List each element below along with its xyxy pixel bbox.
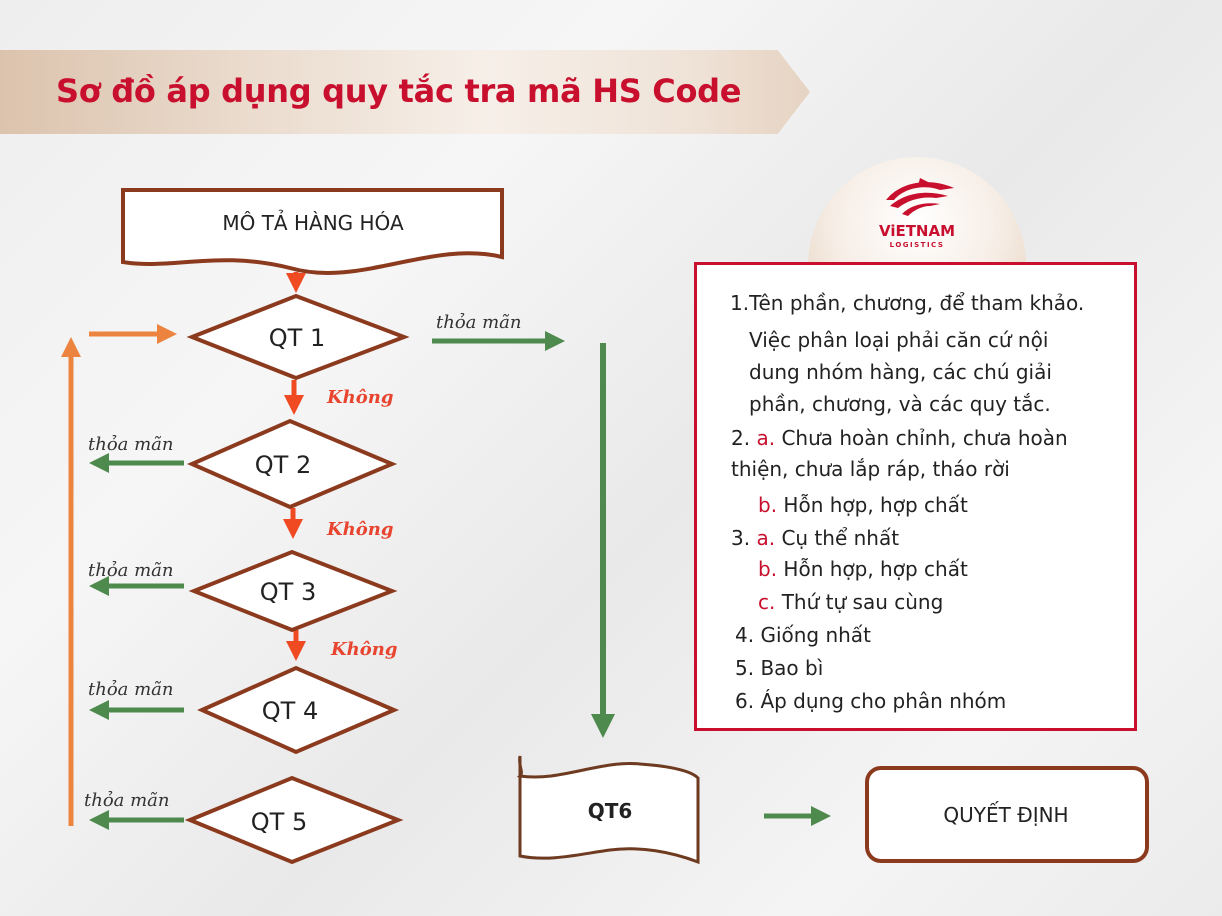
- rule-2b: b. Hỗn hợp, hợp chất: [758, 493, 968, 517]
- rule-4: 4. Giống nhất: [735, 623, 871, 647]
- rule-2a-text-line-2: thiện, chưa lắp ráp, tháo rời: [731, 457, 1010, 481]
- rule-1-text-line-2: dung nhóm hàng, các chú giải: [749, 360, 1052, 384]
- qt2-label: QT 2: [255, 451, 311, 479]
- qt3-diamond: [188, 549, 398, 633]
- rule-3b: b. Hỗn hợp, hợp chất: [758, 557, 968, 581]
- rule-6: 6. Áp dụng cho phân nhóm: [735, 689, 1007, 713]
- title-banner: [0, 50, 810, 134]
- satisfied-label-qt4: thỏa mãn: [88, 679, 174, 700]
- decision-box: [865, 766, 1149, 863]
- rule-3-number: 3.: [731, 526, 751, 550]
- rule-3b-text: Hỗn hợp, hợp chất: [783, 557, 968, 581]
- satisfied-label-qt2: thỏa mãn: [88, 434, 174, 455]
- qt2-diamond: [187, 418, 398, 510]
- qt1-diamond: [186, 293, 410, 381]
- rule-2b-marker: b.: [758, 493, 778, 517]
- rule-2-number: 2.: [731, 426, 751, 450]
- rule-2b-text: Hỗn hợp, hợp chất: [783, 493, 968, 517]
- satisfied-label-qt5: thỏa mãn: [84, 790, 170, 811]
- decision-label: QUYẾT ĐỊNH: [943, 802, 1068, 827]
- start-label: MÔ TẢ HÀNG HÓA: [222, 210, 404, 235]
- rule-3b-marker: b.: [758, 557, 778, 581]
- rule-2a-marker: a.: [756, 426, 776, 450]
- rule-3a-text: Cụ thể nhất: [781, 526, 900, 550]
- rule-3a-marker: a.: [756, 526, 776, 550]
- qt1-label: QT 1: [269, 324, 325, 352]
- qt5-diamond: [184, 775, 404, 865]
- qt4-diamond: [197, 665, 400, 755]
- start-document-shape: [121, 188, 504, 275]
- qt6-scroll-shape: [516, 755, 700, 865]
- rule-5: 5. Bao bì: [735, 656, 824, 680]
- page-title: Sơ đồ áp dụng quy tắc tra mã HS Code: [56, 72, 742, 110]
- rule-2a-text: Chưa hoàn chỉnh, chưa hoàn: [781, 426, 1068, 450]
- satisfied-label-qt3: thỏa mãn: [88, 560, 174, 581]
- logo-tagline: LOGISTICS: [889, 241, 945, 249]
- rule-3c: c. Thứ tự sau cùng: [758, 590, 943, 614]
- logo-name: ViETNAM: [878, 222, 956, 240]
- qt5-label: QT 5: [251, 808, 307, 836]
- rule-1-heading: 1.Tên phần, chương, để tham khảo.: [730, 291, 1085, 315]
- rule-1-text-line-3: phần, chương, và các quy tắc.: [749, 392, 1051, 416]
- rule-3a: 3. a. Cụ thể nhất: [731, 526, 899, 550]
- no-label-qt2: Không: [326, 519, 393, 540]
- rule-2a: 2. a. Chưa hoàn chỉnh, chưa hoàn: [731, 426, 1068, 450]
- rules-box: 1.Tên phần, chương, để tham khảo. Việc p…: [694, 262, 1137, 731]
- qt6-label: QT6: [588, 799, 633, 823]
- qt3-label: QT 3: [260, 578, 316, 606]
- rule-3c-text: Thứ tự sau cùng: [781, 590, 944, 614]
- satisfied-label-qt1: thỏa mãn: [436, 312, 522, 333]
- vietnam-logistics-logo-icon: [886, 178, 954, 216]
- no-label-qt3: Không: [330, 639, 397, 660]
- qt4-label: QT 4: [262, 697, 318, 725]
- no-label-qt1: Không: [326, 387, 393, 408]
- rule-3c-marker: c.: [758, 590, 776, 614]
- rule-1-text-line-1: Việc phân loại phải căn cứ nội: [749, 328, 1049, 352]
